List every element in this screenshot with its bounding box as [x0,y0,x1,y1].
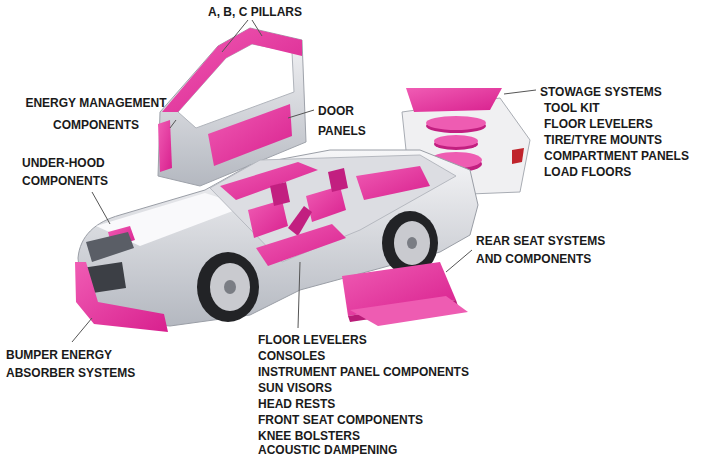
part-label: TOOL KIT [544,100,600,116]
part-label: BUMPER ENERGY ABSORBER SYSTEMS [6,346,156,382]
rear-hub [407,237,417,249]
part-label: KNEE BOLSTERS [258,428,360,444]
front-hub [224,280,236,294]
part-label: COMPARTMENT PANELS [544,148,689,164]
headlight [86,232,134,262]
tail-light [512,148,524,164]
part-label: A, B, C PILLARS [208,4,302,20]
part-label: INSTRUMENT PANEL COMPONENTS [258,364,469,380]
front-seat [248,200,288,238]
rear-seat-inner [356,166,430,200]
leader-line [252,20,262,36]
head-rest [328,168,348,192]
rear-seat-cushion [350,296,468,326]
tire-mount [426,116,486,130]
front-seat [306,186,346,222]
car-body [78,150,478,326]
part-label: FRONT SEAT COMPONENTS [258,412,423,428]
part-label: ACOUSTIC DAMPENING [258,442,397,458]
part-label: STOWAGE SYSTEMS [540,84,662,100]
part-label: ENERGY MANAGEMENT COMPONENTS [16,92,176,136]
leader-line [298,262,300,328]
leader-line [170,120,176,128]
leader-line [446,250,472,272]
leader-line [222,20,248,52]
load-floor [406,88,502,112]
part-label: FLOOR LEVELERS [258,332,367,348]
door-panel [208,104,292,166]
door-pillars [162,28,302,112]
part-label: UNDER-HOOD COMPONENTS [22,154,122,190]
leader-line [504,90,536,94]
part-label: TIRE/TYRE MOUNTS [544,132,662,148]
leader-line [92,192,110,224]
tool-kit [434,135,478,147]
leader-line [72,318,92,342]
part-label: DOOR PANELS [318,101,378,141]
part-label: SUN VISORS [258,380,332,396]
part-label: HEAD RESTS [258,396,335,412]
rear-rim [394,221,430,265]
part-label: FLOOR LEVELERS [544,116,653,132]
part-label: REAR SEAT SYSTEMS AND COMPONENTS [476,232,626,268]
front-wheel [197,252,259,322]
part-label: CONSOLES [258,348,325,364]
part-label: LOAD FLOORS [544,164,631,180]
leader-line [288,110,314,118]
instrument-panel [220,162,318,200]
head-rest [270,182,290,206]
front-rim [210,263,250,311]
floor-leveler [256,224,346,266]
